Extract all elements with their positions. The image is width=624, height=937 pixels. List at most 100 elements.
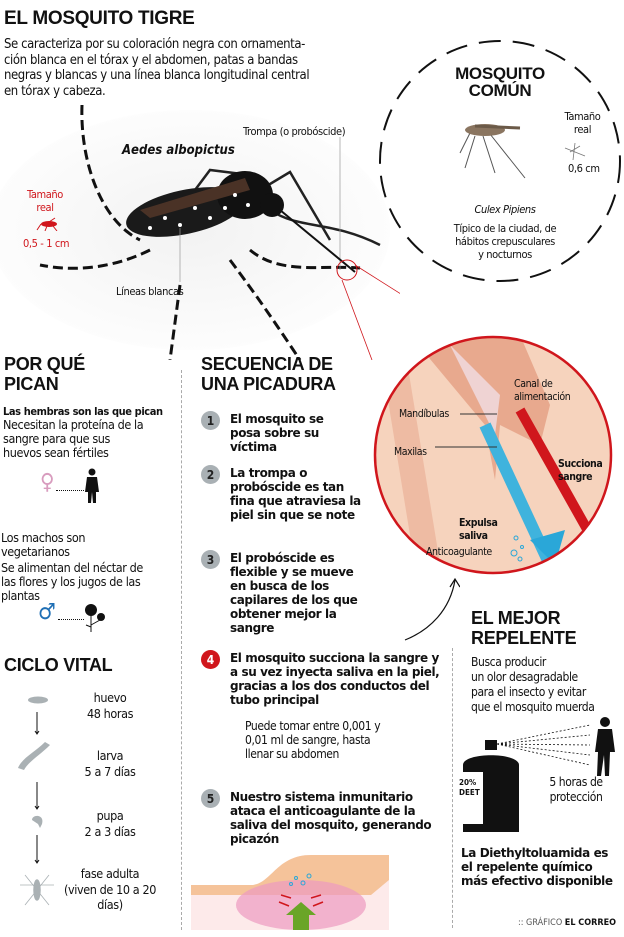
sequence-step-5: 5 Nuestro sistema inmunitario ataca el a… [201, 789, 441, 846]
label-line: Expulsa [459, 517, 498, 529]
text-line: sangre para que sus [3, 431, 110, 446]
step-number: 3 [201, 550, 220, 569]
cycle-stage-larva: larva 5 a 7 días [70, 748, 150, 779]
tiger-size-label: Tamaño real [20, 188, 70, 214]
maxillae-label: Maxilas [394, 446, 427, 458]
stage-duration: 2 a 3 días [84, 823, 136, 839]
description-line: hábitos crepusculares [455, 235, 555, 248]
label-line: Succiona [558, 458, 603, 470]
description-line: y nocturnos [478, 248, 532, 261]
cycle-stage-egg: huevo 48 horas [70, 690, 150, 721]
tiger-mosquito-illustration [0, 104, 400, 360]
common-species-name: Culex Pipiens [474, 203, 536, 216]
text-line: Busca producir [471, 655, 546, 669]
text-line: para el insecto y evitar [471, 685, 586, 699]
sequence-step-1: 1 El mosquito se posa sobre su víctima [201, 411, 331, 454]
step-number: 5 [201, 789, 220, 808]
size-label-line: real [573, 123, 592, 136]
adult-mosquito-icon [20, 874, 54, 906]
step-number: 1 [201, 411, 220, 430]
sequence-step-3: 3 El probóscide es flexible y se mueve e… [201, 550, 371, 635]
text-line: plantas [1, 588, 40, 603]
spray-illustration [459, 717, 615, 832]
egg-icon [28, 696, 48, 704]
stage-duration: (viven de 10 a 20 días) [64, 881, 156, 913]
stage-duration: 48 horas [86, 705, 134, 721]
text-line: que el mosquito muerda [471, 700, 595, 714]
males-text: Los machos son vegetarianos Se alimentan… [1, 531, 143, 603]
cycle-stage-pupa: pupa 2 a 3 días [70, 808, 150, 839]
female-symbol-icon: ♀ [40, 470, 55, 495]
size-label-line: Tamaño [27, 188, 63, 201]
proboscis-label: Trompa (o probóscide) [243, 125, 346, 138]
stage-name: larva [96, 748, 124, 763]
why-bite-title: POR QUÉ PICAN [4, 354, 85, 394]
person-icon [85, 468, 99, 503]
small-red-mosquito-icon [36, 217, 58, 231]
label-line: 20% [459, 778, 477, 787]
title-line: POR QUÉ [4, 354, 85, 374]
title-line: MOSQUITO [455, 64, 545, 83]
step-text: El mosquito se posa sobre su víctima [230, 412, 324, 454]
label-line: DEET [459, 788, 480, 797]
curved-arrow-icon [404, 577, 460, 641]
protection-duration: 5 horas de protección [540, 775, 612, 805]
intro-line: Se caracteriza por su coloración negra c… [4, 37, 305, 52]
blood-amount-note: Puede tomar entre 0,001 y 0,01 ml de san… [245, 719, 381, 761]
proboscis-closeup-illustration [373, 335, 613, 575]
sequence-title: SECUENCIA DE UNA PICADURA [201, 354, 336, 394]
repellent-title: EL MEJOR REPELENTE [471, 608, 577, 648]
mandibles-label: Mandíbulas [399, 408, 449, 420]
step-number: 2 [201, 465, 220, 484]
skin-reaction-illustration [191, 855, 389, 930]
label-line: Canal de [514, 378, 553, 390]
stage-duration: 5 a 7 días [84, 763, 136, 779]
text-line: más efectivo disponible [461, 874, 613, 888]
dotted-connector [58, 619, 84, 620]
flower-icon [85, 604, 105, 632]
common-mosquito-title: MOSQUITO COMÚN [440, 65, 560, 99]
tiger-species-name: Aedes albopictus [122, 143, 235, 158]
feeding-canal-label: Canal de alimentación [514, 378, 571, 404]
repellent-text: Busca producir un olor desagradable para… [471, 655, 595, 715]
step-text: El probóscide es flexible y se mueve en … [230, 551, 358, 635]
title-line: UNA PICADURA [201, 374, 336, 394]
females-text: Necesitan la proteína de la sangre para … [3, 418, 144, 460]
sequence-step-2: 2 La trompa o probóscide es tan fina que… [201, 465, 366, 522]
stage-name: fase adulta [80, 866, 140, 881]
step-text: La trompa o probóscide es tan fina que a… [230, 466, 361, 522]
dotted-connector [56, 490, 84, 491]
text-line: vegetarianos [1, 544, 70, 559]
sequence-step-4: 4 El mosquito succiona la sangre y a su … [201, 650, 441, 707]
text-line: La Diethyltoluamida es [461, 846, 609, 860]
life-cycle-icons [18, 696, 54, 906]
size-label-line: real [36, 201, 54, 214]
column-divider [452, 648, 453, 928]
label-line: alimentación [514, 391, 571, 403]
text-line: 5 horas de [549, 775, 603, 789]
person-icon [595, 717, 615, 776]
bottle-label: 20% DEET [459, 778, 480, 798]
label-line: sangre [558, 471, 593, 483]
credit-prefix: :: GRÁFICO [518, 918, 563, 928]
text-line: las flores y los jugos de las [1, 574, 141, 589]
cycle-stage-adult: fase adulta (viven de 10 a 20 días) [62, 866, 158, 913]
size-label-line: Tamaño [564, 110, 601, 123]
tiger-size-value: 0,5 - 1 cm [23, 237, 70, 250]
life-cycle-title: CICLO VITAL [4, 655, 113, 675]
text-line: Se alimentan del néctar de [1, 560, 143, 575]
common-mosquito-circle [379, 40, 621, 282]
text-line: un olor desagradable [471, 670, 578, 684]
description-line: Típico de la ciudad, de [453, 222, 557, 235]
text-line: protección [549, 790, 603, 804]
text-line: Los machos son [1, 530, 86, 545]
step-number: 4 [201, 650, 220, 669]
stage-name: huevo [93, 690, 127, 705]
column-divider [181, 370, 182, 930]
females-heading: Las hembras son las que pican [3, 405, 163, 418]
intro-line: negras y blancas y una línea blanca long… [4, 68, 310, 83]
text-line: huevos sean fértiles [3, 445, 109, 460]
intro-line: ción blanca en el tórax y el abdomen, pa… [4, 52, 298, 68]
repellent-conclusion: La Diethyltoluamida es el repelente quím… [461, 846, 613, 888]
title-line: PICAN [4, 374, 59, 394]
